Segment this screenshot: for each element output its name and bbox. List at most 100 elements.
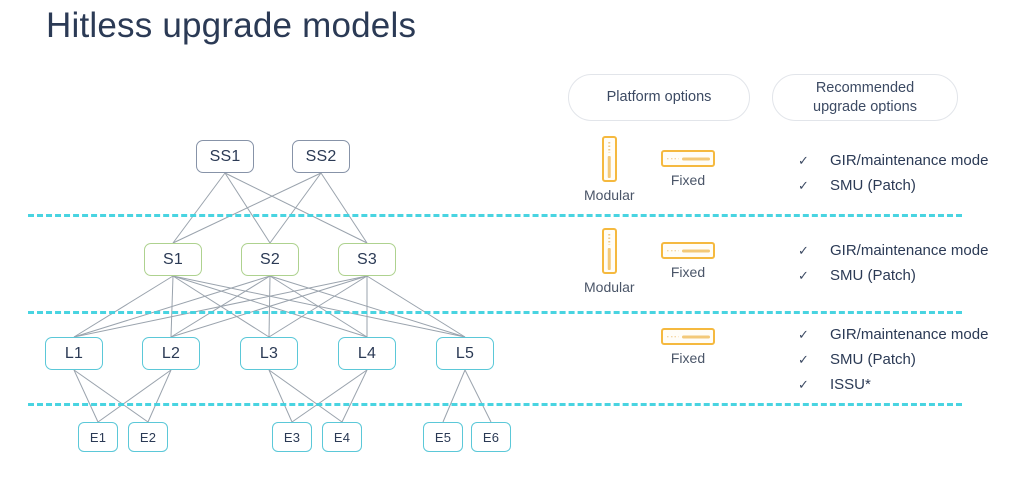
topology-node-l4[interactable]: L4 xyxy=(338,337,396,370)
topology-node-s2[interactable]: S2 xyxy=(241,243,299,276)
topology-link-s3-l3 xyxy=(268,275,368,338)
topology-node-l2[interactable]: L2 xyxy=(142,337,200,370)
topology-link-ss2-s2 xyxy=(269,172,322,244)
topology-node-e4[interactable]: E4 xyxy=(322,422,362,452)
topology-link-l5-e6 xyxy=(464,369,492,423)
topology-link-ss2-s1 xyxy=(172,172,322,244)
topology-link-l2-e2 xyxy=(147,369,172,423)
upgrade-option-label: SMU (Patch) xyxy=(830,177,916,194)
check-icon: ✓ xyxy=(798,153,809,168)
topology-link-s2-l1 xyxy=(73,275,271,338)
topology-link-s1-l5 xyxy=(172,275,466,338)
topology-node-s1[interactable]: S1 xyxy=(144,243,202,276)
check-icon: ✓ xyxy=(798,377,809,392)
topology-link-l1-e1 xyxy=(73,369,99,423)
node-label: E6 xyxy=(482,429,500,445)
device-caption: Fixed xyxy=(670,350,706,366)
topology-link-l3-e3 xyxy=(268,369,293,423)
node-label: SS1 xyxy=(209,147,241,165)
node-label: E2 xyxy=(139,429,157,445)
topology-node-e2[interactable]: E2 xyxy=(128,422,168,452)
upgrade-options-spine: ✓ GIR/maintenance mode ✓ SMU (Patch) xyxy=(798,242,1018,292)
page-title: Hitless upgrade models xyxy=(46,6,417,45)
topology-node-e5[interactable]: E5 xyxy=(423,422,463,452)
topology-link-ss1-s2 xyxy=(224,172,271,244)
node-label: L1 xyxy=(64,344,84,362)
fixed-device-icon xyxy=(661,328,715,345)
upgrade-option-label: SMU (Patch) xyxy=(830,267,916,284)
topology-link-ss1-s1 xyxy=(172,172,226,244)
device-group-spine-modular: Modular xyxy=(584,228,635,295)
device-group-super-spine-fixed: Fixed xyxy=(661,150,715,188)
topology-node-l1[interactable]: L1 xyxy=(45,337,103,370)
pill-line-1: Recommended xyxy=(815,79,915,96)
upgrade-option-label: GIR/maintenance mode xyxy=(830,242,989,259)
device-caption: Modular xyxy=(584,279,635,295)
device-group-spine-fixed: Fixed xyxy=(661,242,715,280)
upgrade-option-label: SMU (Patch) xyxy=(830,351,916,368)
check-icon: ✓ xyxy=(798,327,809,342)
upgrade-option-row: ✓ SMU (Patch) xyxy=(798,177,1018,194)
upgrade-option-row: ✓ ISSU* xyxy=(798,376,1018,393)
device-caption: Modular xyxy=(584,187,635,203)
topology-link-l1-e2 xyxy=(73,369,149,423)
topology-link-s3-l5 xyxy=(366,275,466,338)
check-icon: ✓ xyxy=(798,268,809,283)
topology-node-e1[interactable]: E1 xyxy=(78,422,118,452)
topology-link-s2-l3 xyxy=(268,275,271,338)
topology-link-s3-l2 xyxy=(170,275,368,338)
modular-device-icon xyxy=(601,136,617,182)
node-label: S1 xyxy=(163,250,183,268)
topology-link-l3-e4 xyxy=(268,369,343,423)
topology-node-e3[interactable]: E3 xyxy=(272,422,312,452)
fixed-device-icon xyxy=(661,242,715,259)
topology-link-s2-l2 xyxy=(170,275,271,338)
upgrade-option-row: ✓ GIR/maintenance mode xyxy=(798,326,1018,343)
device-caption: Fixed xyxy=(670,264,706,280)
node-label: L3 xyxy=(259,344,279,362)
upgrade-option-row: ✓ GIR/maintenance mode xyxy=(798,152,1018,169)
node-label: E4 xyxy=(333,429,351,445)
node-label: E5 xyxy=(434,429,452,445)
device-group-super-spine-modular: Modular xyxy=(584,136,635,203)
topology-link-ss1-s3 xyxy=(224,172,368,244)
topology-node-l5[interactable]: L5 xyxy=(436,337,494,370)
topology-node-ss1[interactable]: SS1 xyxy=(196,140,254,173)
upgrade-options-super-spine: ✓ GIR/maintenance mode ✓ SMU (Patch) xyxy=(798,152,1018,202)
topology-link-l5-e5 xyxy=(442,369,466,423)
topology-link-s2-l5 xyxy=(269,275,466,338)
upgrade-option-label: GIR/maintenance mode xyxy=(830,326,989,343)
node-label: L4 xyxy=(357,344,377,362)
check-icon: ✓ xyxy=(798,352,809,367)
node-label: SS2 xyxy=(305,147,337,165)
upgrade-option-label: GIR/maintenance mode xyxy=(830,152,989,169)
topology-node-ss2[interactable]: SS2 xyxy=(292,140,350,173)
topology-link-s3-l1 xyxy=(73,275,368,338)
fixed-device-icon xyxy=(661,150,715,167)
node-label: S2 xyxy=(260,250,280,268)
node-label: E3 xyxy=(283,429,301,445)
topology-link-s1-l3 xyxy=(172,275,270,338)
topology-node-s3[interactable]: S3 xyxy=(338,243,396,276)
modular-device-icon xyxy=(601,228,617,274)
topology-node-e6[interactable]: E6 xyxy=(471,422,511,452)
topology-node-l3[interactable]: L3 xyxy=(240,337,298,370)
node-label: E1 xyxy=(89,429,107,445)
upgrade-option-row: ✓ GIR/maintenance mode xyxy=(798,242,1018,259)
header-pill-platform-options[interactable]: Platform options xyxy=(568,74,750,121)
check-icon: ✓ xyxy=(798,178,809,193)
tier-divider-super-spine xyxy=(28,214,962,217)
topology-link-l4-e4 xyxy=(341,369,368,423)
node-label: S3 xyxy=(357,250,377,268)
topology-link-s1-l4 xyxy=(172,275,368,338)
upgrade-option-row: ✓ SMU (Patch) xyxy=(798,267,1018,284)
upgrade-options-leaf: ✓ GIR/maintenance mode ✓ SMU (Patch) ✓ I… xyxy=(798,326,1018,401)
topology-link-s1-l1 xyxy=(73,275,174,338)
upgrade-option-label: ISSU* xyxy=(830,376,871,393)
topology-link-l2-e1 xyxy=(97,369,172,423)
upgrade-option-row: ✓ SMU (Patch) xyxy=(798,351,1018,368)
tier-divider-spine xyxy=(28,311,962,314)
header-pill-recommended-upgrade-options[interactable]: Recommended upgrade options xyxy=(772,74,958,121)
